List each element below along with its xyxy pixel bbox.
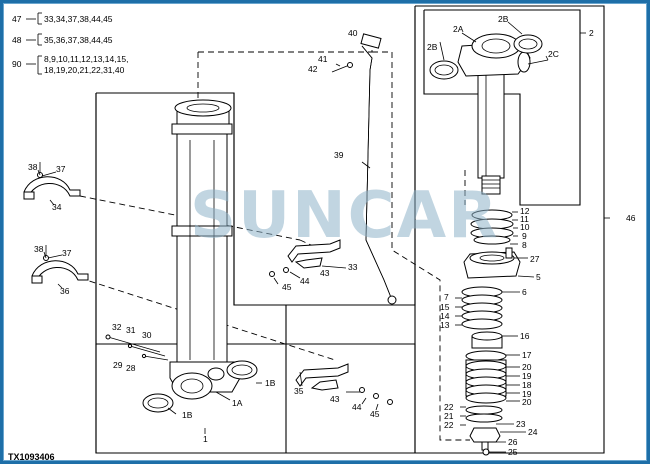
legend-90-parts-line1: 8,9,10,11,12,13,14,15, — [44, 54, 128, 64]
hydraulic-pipe — [331, 33, 397, 305]
cylinder-barrel — [105, 99, 258, 413]
label-2B-left: 2B — [427, 42, 438, 52]
label-14: 14 — [440, 311, 450, 321]
label-17: 17 — [522, 350, 532, 360]
label-19-upper: 19 — [522, 371, 532, 381]
legend-47-num: 47 — [12, 14, 22, 24]
label-6: 6 — [522, 287, 527, 297]
seal-stack — [461, 209, 521, 456]
watermark-text: SUNCAR — [190, 179, 499, 253]
clamp-35 — [295, 363, 393, 405]
label-38-upper: 38 — [28, 162, 38, 172]
label-22-lower: 22 — [444, 420, 454, 430]
piston-rod — [429, 33, 549, 195]
label-23: 23 — [516, 419, 526, 429]
clamp-36 — [31, 245, 89, 284]
clamp-33 — [269, 239, 341, 277]
label-1B-right: 1B — [265, 378, 276, 388]
label-11: 11 — [520, 214, 529, 224]
label-20-lower: 20 — [522, 397, 532, 407]
legend-90-num: 90 — [12, 59, 22, 69]
label-31: 31 — [126, 325, 136, 335]
label-24: 24 — [528, 427, 538, 437]
label-16: 16 — [520, 331, 530, 341]
label-43-lower: 43 — [330, 394, 340, 404]
label-38-lower: 38 — [34, 244, 44, 254]
label-1B-lower: 1B — [182, 410, 193, 420]
label-41: 41 — [318, 54, 328, 64]
clamp-34 — [23, 162, 81, 200]
label-10: 10 — [520, 222, 530, 232]
figure-code: TX1093406 — [8, 452, 55, 462]
label-2B-right: 2B — [498, 14, 509, 24]
label-2: 2 — [589, 28, 594, 38]
label-8: 8 — [522, 240, 527, 250]
label-15: 15 — [440, 302, 450, 312]
callout-labels: 1 1A 1B 1B 2 2A 2B 2B 2C 12 11 10 9 8 27… — [28, 14, 636, 457]
label-18: 18 — [522, 380, 532, 390]
label-9: 9 — [522, 231, 527, 241]
label-13: 13 — [440, 320, 450, 330]
label-21: 21 — [444, 411, 454, 421]
legend-48-num: 48 — [12, 35, 22, 45]
leader-lines — [37, 21, 610, 453]
label-36: 36 — [60, 286, 70, 296]
group-outlines — [95, 5, 605, 454]
kit-legend: 47 33,34,37,38,44,45 48 35,36,37,38,44,4… — [12, 12, 128, 75]
label-28: 28 — [126, 363, 136, 373]
label-34: 34 — [52, 202, 62, 212]
label-33: 33 — [348, 262, 358, 272]
label-32: 32 — [112, 322, 122, 332]
label-45-upper: 45 — [282, 282, 292, 292]
label-12: 12 — [520, 206, 530, 216]
label-44-lower: 44 — [352, 402, 362, 412]
label-1A: 1A — [232, 398, 243, 408]
label-43-upper: 43 — [320, 268, 330, 278]
label-42: 42 — [308, 64, 318, 74]
label-27: 27 — [530, 254, 540, 264]
label-40: 40 — [348, 28, 358, 38]
legend-90-parts-line2: 18,19,20,21,22,31,40 — [44, 65, 125, 75]
label-25: 25 — [508, 447, 518, 457]
label-22-upper: 22 — [444, 402, 454, 412]
label-37-lower: 37 — [62, 248, 72, 258]
label-46: 46 — [626, 213, 636, 223]
label-1: 1 — [203, 434, 208, 444]
label-26: 26 — [508, 437, 518, 447]
legend-48-parts: 35,36,37,38,44,45 — [44, 35, 113, 45]
label-37-upper: 37 — [56, 164, 66, 174]
label-44-upper: 44 — [300, 276, 310, 286]
label-45-lower: 45 — [370, 409, 380, 419]
label-29: 29 — [113, 360, 123, 370]
label-5: 5 — [536, 272, 541, 282]
label-19-lower: 19 — [522, 389, 532, 399]
label-7: 7 — [444, 292, 449, 302]
label-20-upper: 20 — [522, 362, 532, 372]
label-30: 30 — [142, 330, 152, 340]
label-35: 35 — [294, 386, 304, 396]
legend-47-parts: 33,34,37,38,44,45 — [44, 14, 113, 24]
label-39: 39 — [334, 150, 344, 160]
label-2C: 2C — [548, 49, 559, 59]
label-2A: 2A — [453, 24, 464, 34]
